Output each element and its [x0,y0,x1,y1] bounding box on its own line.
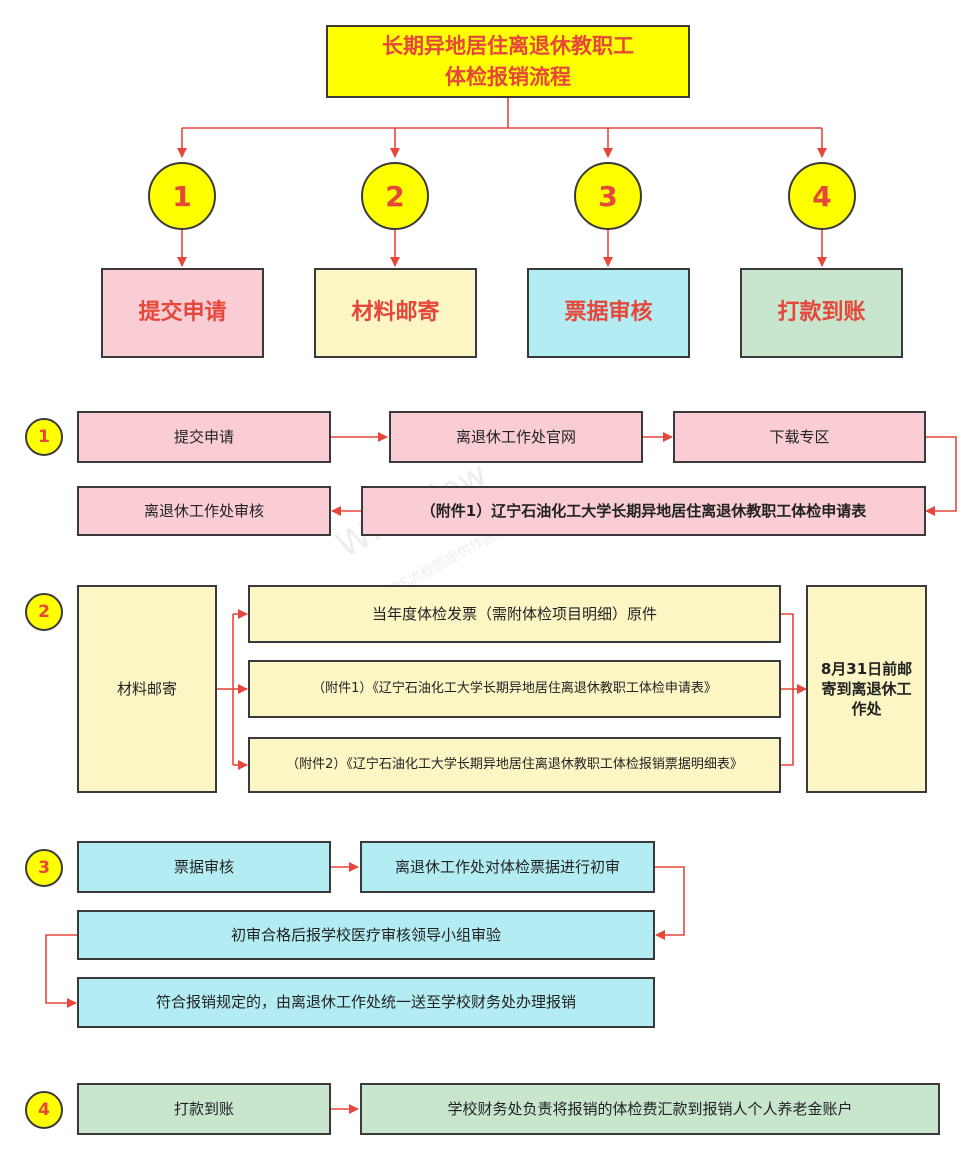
section-4-marker: 4 [25,1091,63,1129]
s1-website-box: 离退休工作处官网 [389,411,643,463]
s2-attachment-2-box: （附件2）《辽宁石油化工大学长期异地居住离退休教职工体检报销票据明细表》 [248,737,781,793]
s2-attachment-1-box: （附件1）《辽宁石油化工大学长期异地居住离退休教职工体检申请表》 [248,660,781,718]
step-2-box: 材料邮寄 [314,268,477,358]
section-3-marker: 3 [25,849,63,887]
step-4-box: 打款到账 [740,268,903,358]
step-4-circle: 4 [788,162,856,230]
s4-transfer-box: 学校财务处负责将报销的体检费汇款到报销人个人养老金账户 [360,1083,940,1135]
diagram-title: 长期异地居住离退休教职工 体检报销流程 [326,25,690,98]
section-1-marker: 1 [25,418,63,456]
s3-initial-review-box: 离退休工作处对体检票据进行初审 [360,841,655,893]
s2-invoice-box: 当年度体检发票（需附体检项目明细）原件 [248,585,781,643]
s1-form-box: （附件1）辽宁石油化工大学长期异地居住离退休教职工体检申请表 [361,486,926,536]
title-line-2: 体检报销流程 [445,64,571,89]
s1-review-box: 离退休工作处审核 [77,486,331,536]
step-3-circle: 3 [574,162,642,230]
step-1-circle: 1 [148,162,216,230]
s3-finance-box: 符合报销规定的，由离退休工作处统一送至学校财务处办理报销 [77,977,655,1028]
title-line-1: 长期异地居住离退休教职工 [382,34,634,59]
section-2-marker: 2 [25,593,63,631]
s3-medical-review-box: 初审合格后报学校医疗审核领导小组审验 [77,910,655,960]
s2-deadline-box: 8月31日前邮寄到离退休工作处 [806,585,927,793]
s2-mail-box: 材料邮寄 [77,585,217,793]
step-3-box: 票据审核 [527,268,690,358]
s1-download-box: 下载专区 [673,411,926,463]
s1-submit-box: 提交申请 [77,411,331,463]
s4-payment-box: 打款到账 [77,1083,331,1135]
step-2-circle: 2 [361,162,429,230]
step-1-box: 提交申请 [101,268,264,358]
s3-audit-box: 票据审核 [77,841,331,893]
